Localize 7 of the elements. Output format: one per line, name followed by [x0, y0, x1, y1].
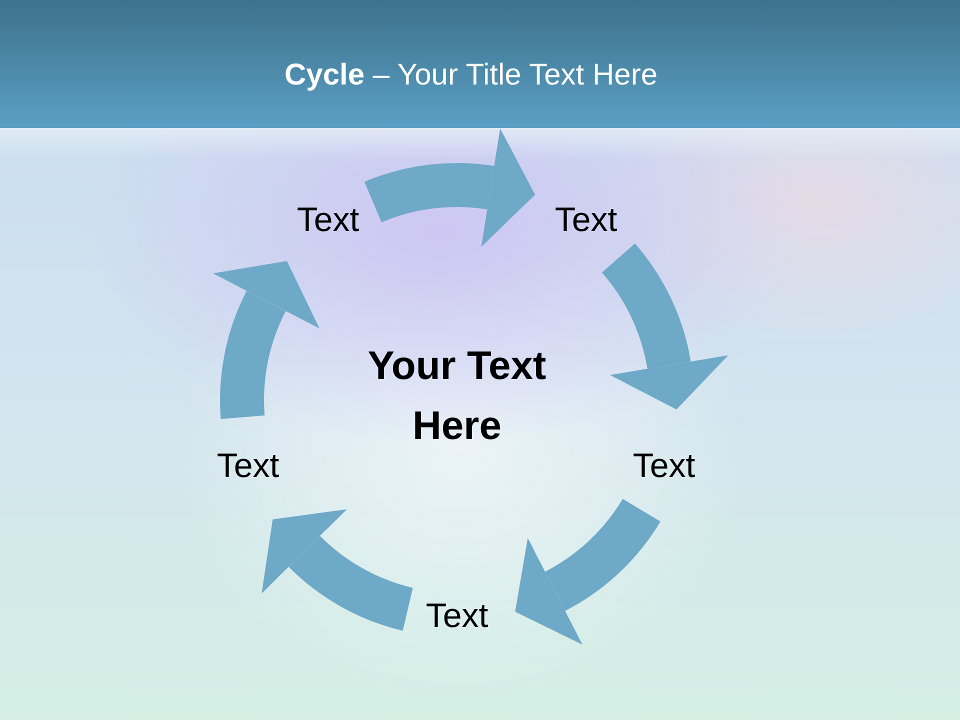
slide-title: Cycle – Your Title Text Here	[284, 58, 658, 94]
step-label: Text	[624, 432, 704, 500]
step-label: Text	[546, 186, 626, 254]
step-label: Text	[418, 582, 496, 650]
step-label: Text	[288, 186, 368, 254]
center-text: Your Text Here	[366, 343, 548, 450]
step-label: Text	[208, 432, 288, 500]
